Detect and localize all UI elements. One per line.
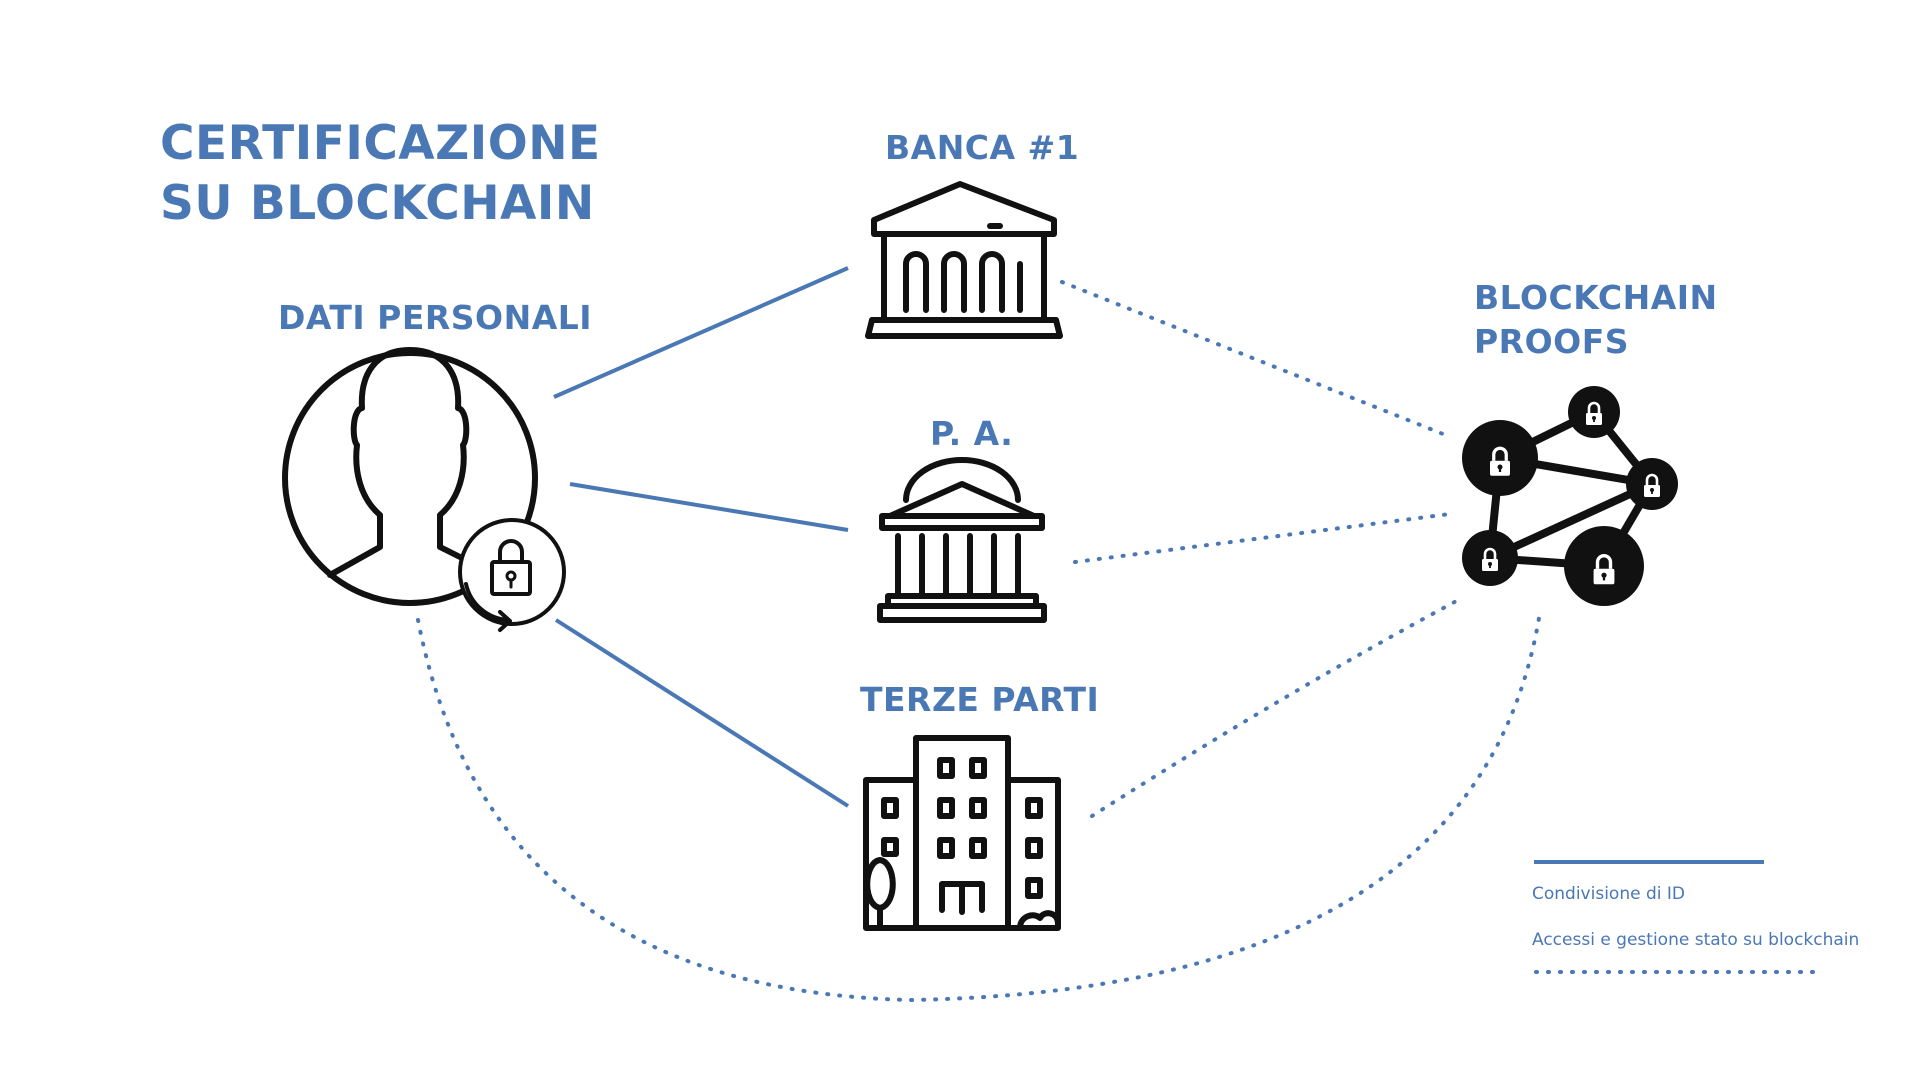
dotted-third-blockchain bbox=[1090, 596, 1464, 818]
public-admin-label: P. A. bbox=[930, 414, 1014, 453]
diagram-title: CERTIFICAZIONE SU BLOCKCHAIN bbox=[160, 114, 601, 234]
link-person-bank bbox=[553, 266, 849, 399]
bank-label: BANCA #1 bbox=[885, 128, 1080, 167]
solid-connections bbox=[553, 266, 850, 808]
legend-solid-label: Condivisione di ID bbox=[1532, 884, 1685, 904]
legend-dotted-label: Accessi e gestione stato su blockchain bbox=[1532, 930, 1860, 950]
user-lock-icon bbox=[282, 347, 566, 632]
government-building-icon bbox=[877, 457, 1047, 623]
blockchain-label: BLOCKCHAIN PROOFS bbox=[1474, 276, 1718, 364]
dotted-pa-blockchain bbox=[1073, 512, 1452, 564]
personal-data-label: DATI PERSONALI bbox=[278, 298, 593, 337]
office-building-icon bbox=[863, 735, 1061, 931]
bank-icon bbox=[865, 181, 1063, 339]
dotted-bank-blockchain bbox=[1060, 280, 1450, 438]
dotted-person-blockchain bbox=[416, 610, 1542, 1003]
link-person-third bbox=[554, 618, 850, 808]
blockchain-network-icon bbox=[1462, 386, 1678, 606]
dotted-connections bbox=[416, 280, 1542, 1003]
diagram-title-line1: CERTIFICAZIONE bbox=[160, 116, 601, 171]
link-person-pa bbox=[569, 482, 849, 532]
third-parties-label: TERZE PARTI bbox=[860, 680, 1100, 719]
blockchain-label-line1: BLOCKCHAIN bbox=[1474, 278, 1718, 317]
blockchain-label-line2: PROOFS bbox=[1474, 322, 1630, 361]
diagram-title-line2: SU BLOCKCHAIN bbox=[160, 176, 595, 231]
